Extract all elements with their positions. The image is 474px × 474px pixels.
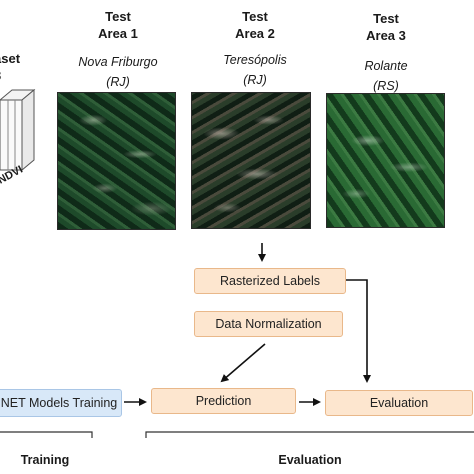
arrow-normalization-to-prediction <box>220 343 266 383</box>
evaluation-bracket <box>145 431 474 438</box>
area-3-state: (RS) <box>373 79 399 93</box>
evaluation-box-label: Evaluation <box>369 396 429 410</box>
evaluation-box: Evaluation <box>325 390 473 416</box>
area-1-location: Nova Friburgo (RJ) <box>58 52 178 92</box>
area-2-header: Test Area 2 <box>215 8 295 42</box>
area-3-location: Rolante (RS) <box>326 56 446 96</box>
area-1-test: Test <box>105 9 131 24</box>
rasterized-labels-box: Rasterized Labels <box>194 268 346 294</box>
footer-evaluation: Evaluation <box>278 453 342 467</box>
data-normalization-box: Data Normalization <box>194 311 343 337</box>
area-1-header: Test Area 1 <box>78 8 158 42</box>
area-2-name: Area 2 <box>235 26 275 41</box>
prediction-box: Prediction <box>151 388 296 414</box>
area-1-satellite-image <box>57 92 176 230</box>
area-1-city: Nova Friburgo <box>78 55 158 69</box>
dataset-title-line1: aset <box>0 51 21 66</box>
rasterized-labels-label: Rasterized Labels <box>219 274 321 288</box>
area-3-test: Test <box>373 11 399 26</box>
training-bracket <box>0 431 93 438</box>
arrow-labels-to-evaluation <box>346 279 371 383</box>
dataset-title: aset 3 <box>0 50 44 84</box>
area-2-city: Teresópolis <box>223 53 287 67</box>
prediction-label: Prediction <box>195 394 252 408</box>
area-3-header: Test Area 3 <box>346 10 426 44</box>
models-training-box: NET Models Training <box>0 389 122 417</box>
area-2-state: (RJ) <box>243 73 267 87</box>
area-2-satellite-image <box>191 92 311 229</box>
area-1-name: Area 1 <box>98 26 138 41</box>
area-2-location: Teresópolis (RJ) <box>195 50 315 90</box>
dataset-title-line2: 3 <box>0 67 44 84</box>
area-3-name: Area 3 <box>366 28 406 43</box>
models-training-label: NET Models Training <box>0 396 118 410</box>
area-3-satellite-image <box>326 93 445 228</box>
data-normalization-label: Data Normalization <box>215 317 322 331</box>
area-1-state: (RJ) <box>106 75 130 89</box>
footer-training: Training <box>20 453 70 467</box>
area-3-city: Rolante <box>364 59 408 73</box>
area-2-test: Test <box>242 9 268 24</box>
